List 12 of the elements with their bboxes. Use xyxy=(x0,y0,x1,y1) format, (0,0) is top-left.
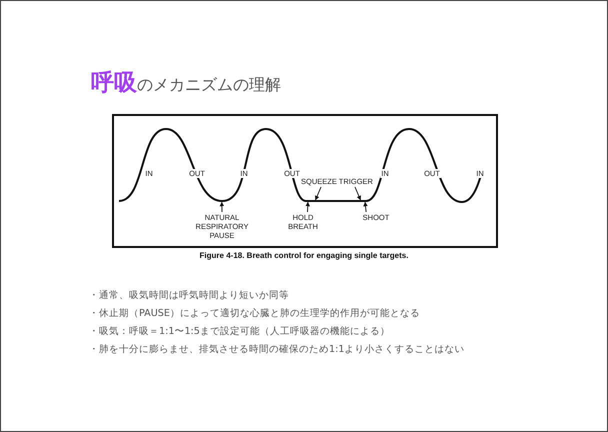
bullet-text: ・肺を十分に膨らませ、排気させる時間の確保のため1:1より小さくすることはない xyxy=(89,343,464,356)
bullet-text: ・通常、吸気時間は呼気時間より短いか同等 xyxy=(89,289,289,302)
figure-caption: Figure 4-18. Breath control for engaging single targets. xyxy=(200,251,408,260)
leader-line xyxy=(363,202,368,212)
leader-line xyxy=(220,202,224,212)
leader-line xyxy=(305,202,310,212)
bullet-text: ・吸気：呼吸＝1:1〜1:5まで設定可能（人工呼吸器の機能による） xyxy=(89,325,390,338)
leader-line xyxy=(315,186,322,200)
leader-line xyxy=(354,186,361,200)
bullet-text: ・休止期（PAUSE）によって適切な心臓と肺の生理学的作用が可能となる xyxy=(89,307,420,320)
breathing-waveform xyxy=(118,128,483,203)
slide-title: 呼吸のメカニズムの理解 xyxy=(91,69,281,98)
